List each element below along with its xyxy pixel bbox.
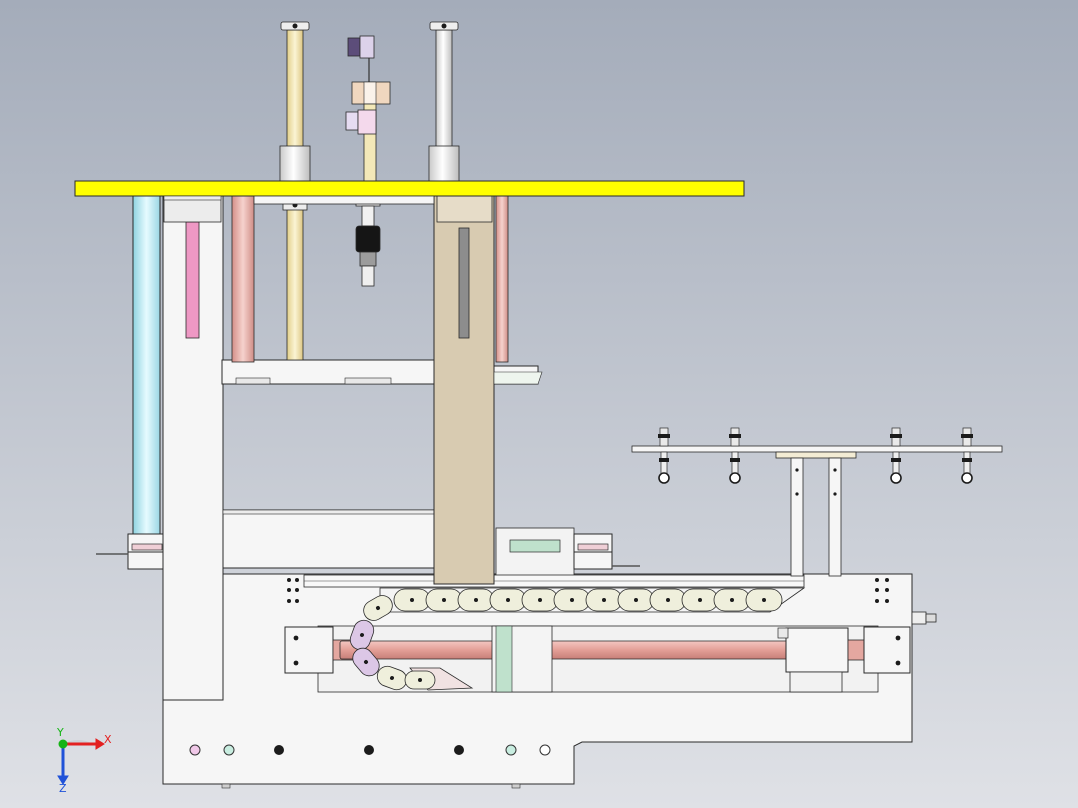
- chain-link: [617, 588, 655, 612]
- chain-link: [363, 595, 393, 621]
- chain-link: [404, 670, 436, 690]
- chain-link: [457, 588, 495, 612]
- cable-drag-chain[interactable]: [347, 588, 783, 693]
- chain-link: [553, 588, 591, 612]
- center-probe-assembly[interactable]: [345, 35, 391, 287]
- suction-cup-rail[interactable]: [631, 445, 1003, 577]
- right-air-cylinder[interactable]: [428, 21, 460, 183]
- drive-shaft-assembly[interactable]: [284, 625, 911, 693]
- chain-link: [393, 588, 431, 612]
- chain-link: [489, 588, 527, 612]
- left-guide-rod[interactable]: [96, 195, 165, 570]
- tall-center-column[interactable]: [433, 195, 495, 585]
- suction-cups[interactable]: [658, 427, 973, 484]
- top-mounting-plate[interactable]: [74, 180, 745, 205]
- suction-cup[interactable]: [658, 427, 670, 484]
- chain-link: [713, 588, 751, 612]
- suction-cup[interactable]: [961, 427, 973, 484]
- chain-link: [349, 619, 375, 651]
- chain-link: [585, 588, 623, 612]
- suction-cup[interactable]: [729, 427, 741, 484]
- triad-x-label: X: [104, 733, 112, 746]
- chain-link: [425, 588, 463, 612]
- suction-cup[interactable]: [890, 427, 902, 484]
- triad-y-label: Y: [56, 726, 64, 739]
- middle-cross-beam[interactable]: [222, 509, 640, 577]
- chain-link: [352, 647, 380, 677]
- chain-link: [745, 588, 783, 612]
- chain-link: [681, 588, 719, 612]
- left-frame-column[interactable]: [162, 195, 224, 703]
- chain-link: [649, 588, 687, 612]
- xyz-axis-triad-icon: X Y Z: [56, 726, 112, 795]
- chain-link: [521, 588, 559, 612]
- upper-bracket-plate[interactable]: [221, 359, 543, 385]
- triad-z-label: Z: [59, 782, 67, 795]
